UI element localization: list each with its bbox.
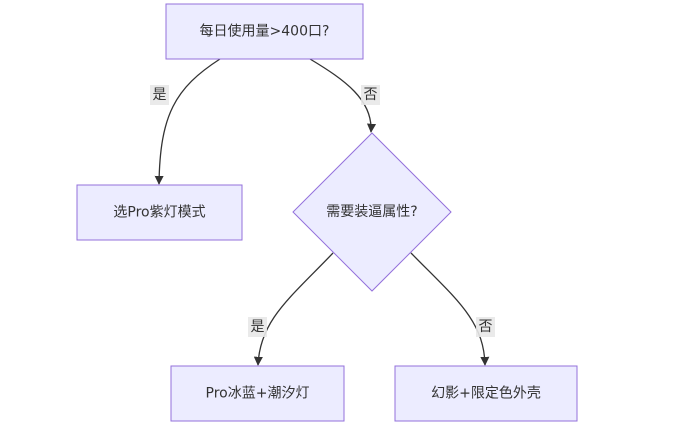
edge-label-q2-yes-text: 是 [251,319,265,335]
node-pro-ice-blue-text: Pro冰蓝+潮汐灯 [206,386,310,402]
edge-q2-to-pro-ice [253,252,334,366]
node-pro-purple-mode: 选Pro紫灯模式 [76,184,243,241]
node-illusion-limited: 幻影+限定色外壳 [394,365,578,422]
edge-q1-to-q2 [309,58,377,133]
edge-label-q1-no: 否 [361,85,380,105]
edge-label-q2-no: 否 [476,317,495,337]
node-pro-ice-blue: Pro冰蓝+潮汐灯 [170,365,345,422]
edge-label-q1-yes-text: 是 [153,87,167,103]
node-show-off-question: 需要装逼属性? [292,132,452,292]
node-show-off-question-text: 需要装逼属性? [326,204,417,220]
node-pro-purple-mode-text: 选Pro紫灯模式 [113,205,205,221]
edge-label-q1-yes: 是 [150,85,169,105]
edge-q2-to-illusion [410,252,490,366]
node-illusion-limited-text: 幻影+限定色外壳 [431,385,541,402]
edge-label-q2-no-text: 否 [479,319,493,335]
node-daily-usage-question: 每日使用量>400口? [165,3,364,60]
edge-q1-to-pro-purple [154,58,221,185]
edges [154,58,490,366]
node-daily-usage-question-text: 每日使用量>400口? [200,23,330,40]
edge-label-q1-no-text: 否 [364,87,378,103]
edge-label-q2-yes: 是 [248,317,267,337]
